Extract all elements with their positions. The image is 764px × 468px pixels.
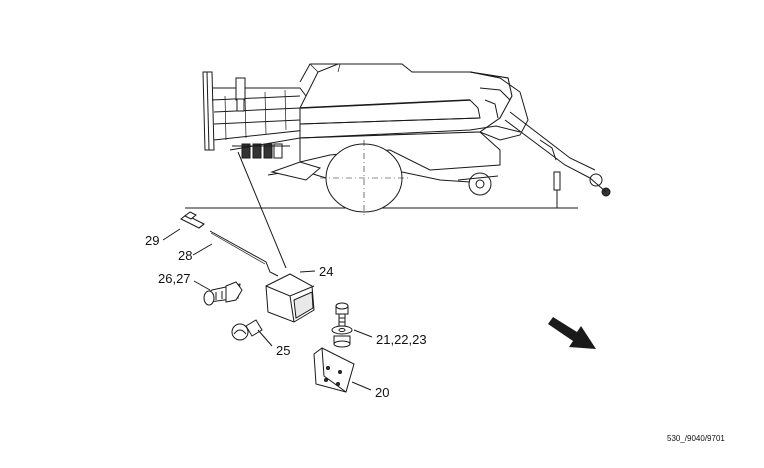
baler-machine [185, 63, 611, 269]
part-29-connector [180, 211, 205, 229]
part-24-lamp-housing [265, 273, 315, 323]
drawing-reference-number: 530_/9040/9701 [667, 434, 725, 443]
callout-25: 25 [276, 343, 290, 358]
arrow-right-down-icon [548, 317, 596, 349]
rear-light-cluster [232, 143, 290, 159]
callout-20: 20 [375, 385, 389, 400]
part-26-27-screw-nut [203, 281, 243, 306]
leader-line-to-lamp [237, 151, 287, 269]
leader-lines [162, 228, 373, 391]
callout-29: 29 [145, 233, 159, 248]
callout-28: 28 [178, 248, 192, 263]
callout-24: 24 [319, 264, 333, 279]
part-25-bulb [231, 319, 263, 341]
callout-21-22-23: 21,22,23 [376, 332, 427, 347]
part-20-mounting-plate [313, 347, 355, 393]
part-21-22-23-bolt-washer-nut [331, 302, 353, 348]
callout-26-27: 26,27 [158, 271, 191, 286]
part-28-wire [209, 230, 279, 277]
